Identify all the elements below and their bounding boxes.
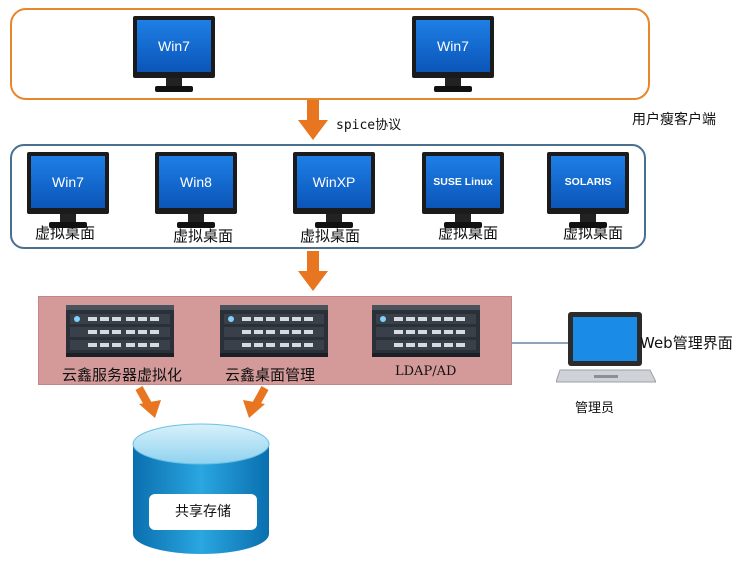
monitor-icon: SOLARIS	[547, 152, 629, 230]
server-rack-icon	[66, 305, 174, 357]
admin-label: 管理员	[575, 401, 615, 416]
monitor-label: SUSE Linux	[433, 176, 493, 188]
laptop-icon	[556, 312, 656, 383]
thin-client-group	[10, 8, 650, 100]
down-arrow-icon	[298, 100, 328, 140]
storage-cylinder-icon	[132, 423, 270, 554]
storage-label: 共享存储	[149, 494, 257, 530]
server-rack-icon	[372, 305, 480, 357]
monitor-icon: Win7	[133, 16, 215, 94]
virtual-desktop-group	[10, 144, 646, 249]
virtual-desktop-caption: 虚拟桌面	[300, 227, 361, 245]
monitor-label: Win8	[180, 174, 212, 190]
server-label: LDAP/AD	[395, 364, 457, 379]
down-arrow-icon	[298, 251, 328, 291]
virtual-desktop-caption: 虚拟桌面	[173, 227, 234, 245]
server-label: 云鑫服务器虚拟化	[62, 366, 183, 384]
virtual-desktop-caption: 虚拟桌面	[563, 224, 624, 242]
server-rack-icon	[220, 305, 328, 357]
monitor-icon: Win7	[412, 16, 494, 94]
monitor-label: Win7	[52, 174, 84, 190]
server-label: 云鑫桌面管理	[225, 366, 316, 384]
monitor-icon: Win7	[27, 152, 109, 230]
monitor-icon: Win8	[155, 152, 237, 230]
thin-client-label: 用户瘦客户端	[632, 112, 716, 128]
monitor-label: Win7	[158, 38, 190, 54]
monitor-icon: WinXP	[293, 152, 375, 230]
connector-line	[512, 342, 572, 344]
arrow-icon	[243, 386, 269, 418]
web-admin-label: Web管理界面	[640, 334, 733, 352]
virtual-desktop-caption: 虚拟桌面	[438, 224, 499, 242]
monitor-icon: SUSE Linux	[422, 152, 504, 230]
arrow-icon	[135, 386, 161, 418]
monitor-label: WinXP	[312, 174, 356, 190]
monitor-label: Win7	[437, 38, 469, 54]
virtual-desktop-caption: 虚拟桌面	[35, 224, 96, 242]
monitor-label: SOLARIS	[564, 176, 612, 188]
protocol-label: spice协议	[336, 118, 402, 133]
